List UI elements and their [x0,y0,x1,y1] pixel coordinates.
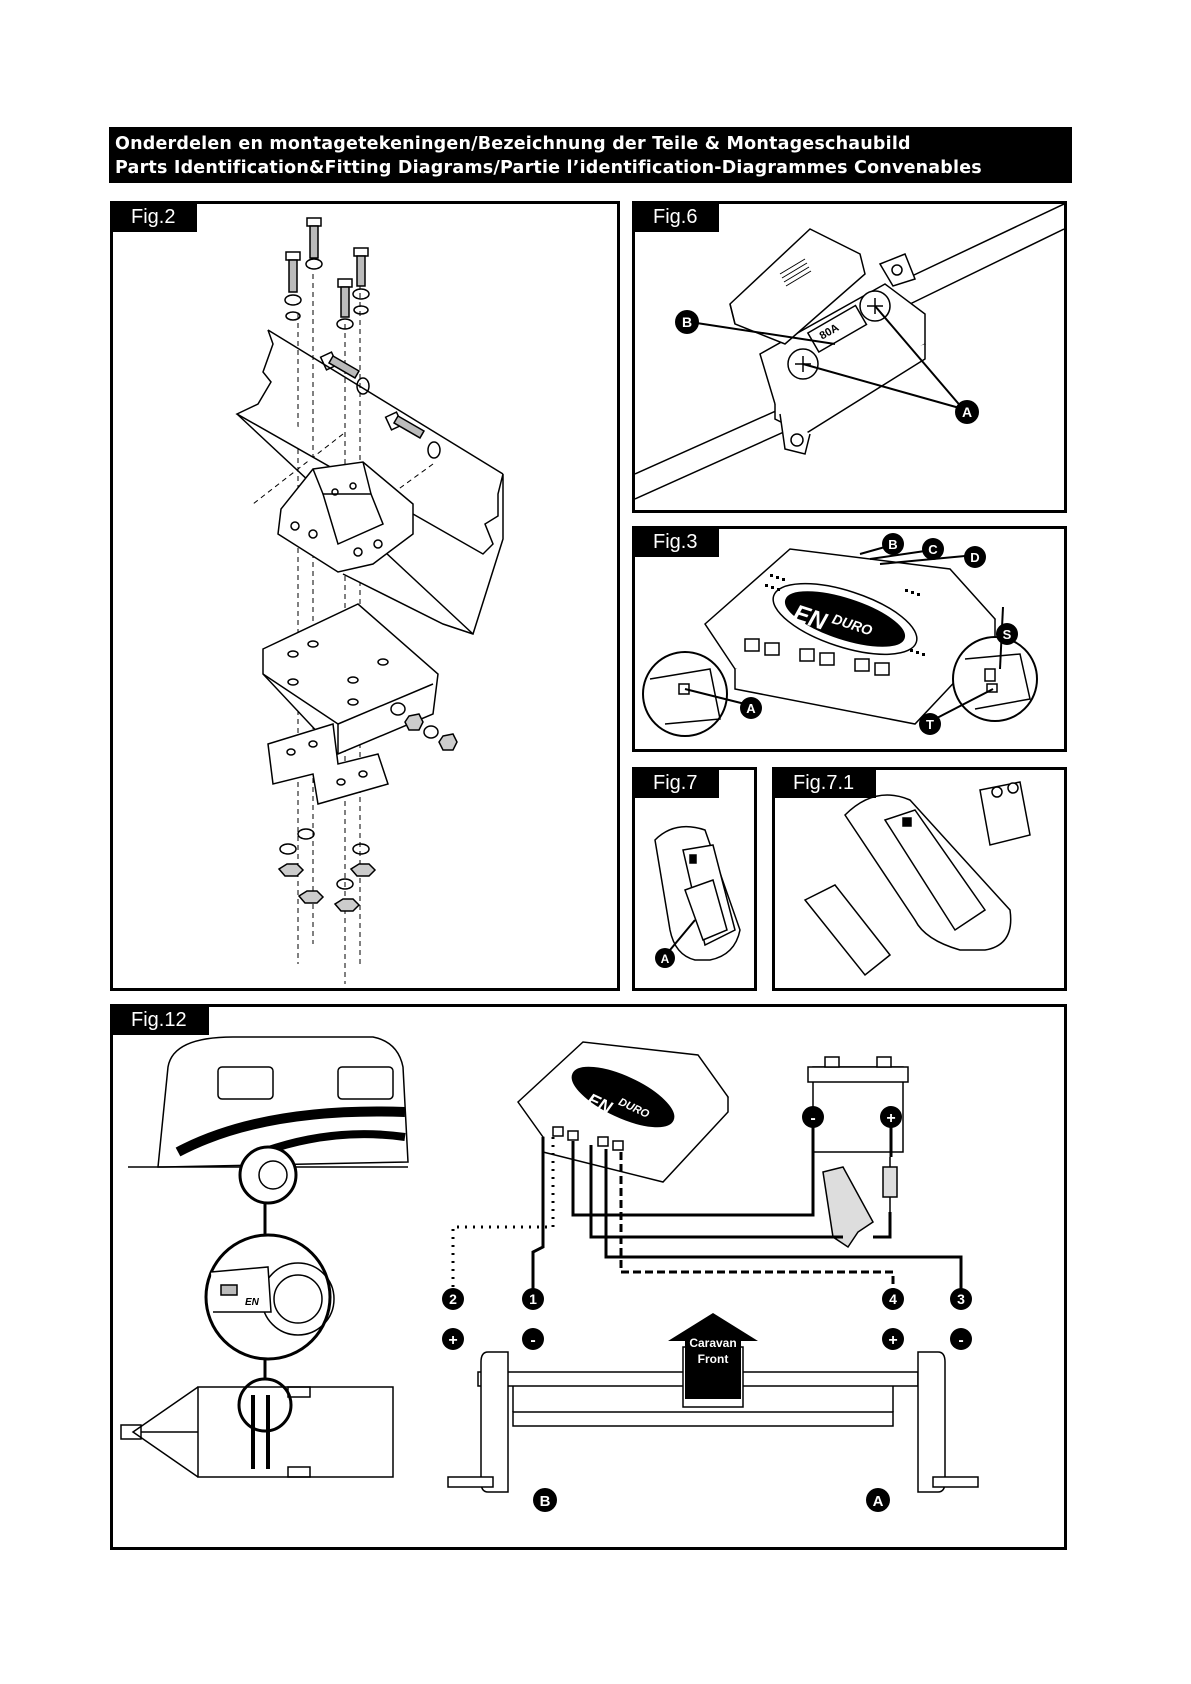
controller-iso [518,1042,728,1182]
bottom-nuts [279,829,375,911]
battery-9v [980,782,1030,845]
fig3-callout-a: A [746,701,756,716]
zoom-left [643,652,745,736]
fig3-callout-t: T [926,717,934,732]
figure-7-1-panel: Fig.7.1 [772,767,1067,991]
figure-7-drawing: A [635,770,754,988]
wheel-label-left: B [540,1493,551,1510]
figure-12-label: Fig.12 [113,1007,209,1035]
figure-12-drawing: EN DURO EN - + 2 + 1 - 4 + 3 [113,1007,1064,1547]
figure-2-panel: Fig.2 [110,201,620,991]
fig3-callout-d: D [970,550,979,565]
header-line-2: Parts Identification&Fitting Diagrams/Pa… [115,156,1066,180]
header-line-1: Onderdelen en montagetekeningen/Bezeichn… [115,132,1066,156]
figure-6-drawing: 80A B A [635,204,1064,510]
wire-3-polarity: - [958,1332,963,1349]
wire-2-polarity: + [448,1332,457,1349]
figure-7-panel: Fig.7 A [632,767,757,991]
caravan-side-view [128,1037,408,1203]
page-header: Onderdelen en montagetekeningen/Bezeichn… [109,127,1072,183]
fig3-callout-s: S [1003,627,1012,642]
wire-1-number: 1 [529,1291,537,1307]
inset-brand: EN [245,1297,260,1308]
wire-2-number: 2 [449,1291,457,1307]
figure-2-label: Fig.2 [113,204,197,232]
figure-7-1-label: Fig.7.1 [775,770,876,798]
figure-7-1-drawing [775,770,1064,988]
battery-minus-label: - [810,1110,815,1127]
wire-1-polarity: - [530,1332,535,1349]
figure-3-panel: Fig.3 [632,526,1067,752]
callout-b: B [675,310,699,334]
wire-3-number: 3 [957,1291,965,1307]
fuse-cable-right [895,204,1064,304]
battery-plus-label: + [886,1110,895,1127]
callout-b-text: B [682,314,692,330]
figure-6-label: Fig.6 [635,204,719,232]
wheel-labels: B A [533,1488,890,1512]
battery [808,1057,908,1152]
callout-a-text: A [962,404,972,420]
direction-line-2: Front [698,1352,729,1366]
battery-cover [805,885,890,975]
figure-3-label: Fig.3 [635,529,719,557]
wheel-label-right: A [873,1493,884,1510]
wheel-inset [206,1235,334,1359]
direction-line-1: Caravan [689,1336,736,1350]
figure-2-drawing [113,204,617,988]
fig3-callout-c: C [928,542,938,557]
inline-fuse [883,1157,897,1212]
remote-front [655,827,740,960]
wire-4-number: 4 [889,1291,897,1307]
fig3-callout-b: B [888,537,897,552]
figure-6-panel: Fig.6 [632,201,1067,513]
middle-plate [263,604,438,754]
figure-12-panel: Fig.12 [110,1004,1067,1550]
figure-3-drawing: EN DURO B C D S A T [635,529,1064,749]
breakaway-switch [823,1167,873,1247]
callout-a: A [955,400,979,424]
fig7-callout-a: A [661,952,670,966]
figure-7-label: Fig.7 [635,770,719,798]
wire-4-polarity: + [888,1332,897,1349]
chassis-top-view [121,1379,393,1477]
